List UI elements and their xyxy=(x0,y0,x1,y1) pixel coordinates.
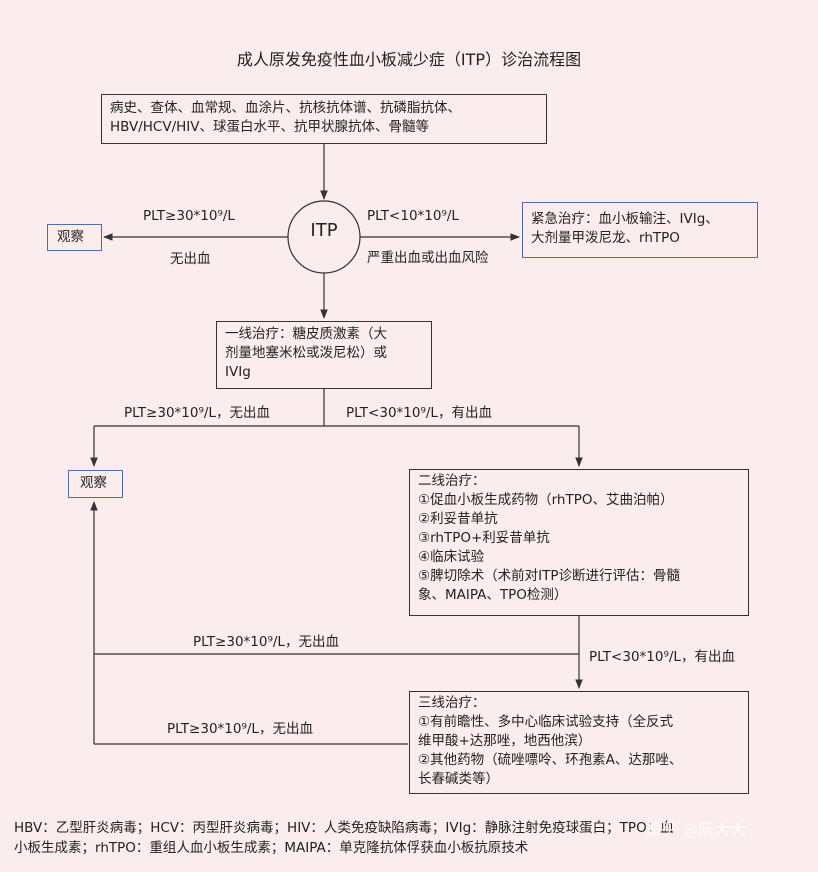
first-line-text: 一线治疗：糖皮质激素（大 xyxy=(225,326,387,342)
first-line-box: 一线治疗：糖皮质激素（大 剂量地塞米松或泼尼松）或 IVIg xyxy=(216,321,432,389)
itp-node-label: ITP xyxy=(310,220,338,241)
workup-line: 病史、查体、血常规、血涂片、抗核抗体谱、抗磷脂抗体、 xyxy=(110,100,461,116)
observe-box-bottom: 观察 xyxy=(68,470,123,498)
workup-line: HBV/HCV/HIV、球蛋白水平、抗甲状腺抗体、骨髓等 xyxy=(110,119,430,135)
second-line-item: ②利妥昔单抗 xyxy=(418,511,498,527)
third-line-heading: 三线治疗： xyxy=(418,695,486,711)
first-split-left-label: PLT≥30*10⁹/L，无出血 xyxy=(124,405,270,421)
observe-label: 观察 xyxy=(80,475,107,491)
emergency-line: 紧急治疗：血小板输注、IVIg、 xyxy=(531,211,719,227)
third-line-box: 三线治疗： ①有前瞻性、多中心临床试验支持（全反式 维甲酸+达那唑，地西他滨） … xyxy=(409,691,749,794)
workup-box: 病史、查体、血常规、血涂片、抗核抗体谱、抗磷脂抗体、 HBV/HCV/HIV、球… xyxy=(101,94,547,144)
second-line-heading: 二线治疗： xyxy=(418,473,486,489)
left-branch-condition: PLT≥30*10⁹/L xyxy=(143,208,235,224)
observe-box-top: 观察 xyxy=(47,224,102,251)
abbreviation-footnote: HBV：乙型肝炎病毒；HCV：丙型肝炎病毒；HIV：人类免疫缺陷病毒；IVIg：… xyxy=(14,818,804,858)
second-line-item: ⑤脾切除术（术前对ITP诊断进行评估：骨髓 xyxy=(418,568,680,584)
first-line-text: IVIg xyxy=(225,364,251,380)
second-split-right-label: PLT<30*10⁹/L，有出血 xyxy=(589,649,735,665)
third-return-label: PLT≥30*10⁹/L，无出血 xyxy=(167,721,313,737)
emergency-line: 大剂量甲泼尼龙、rhTPO xyxy=(531,230,680,246)
first-split-right-label: PLT<30*10⁹/L，有出血 xyxy=(346,405,492,421)
second-line-item: 象、MAIPA、TPO检测） xyxy=(418,587,568,603)
footnote-line: HBV：乙型肝炎病毒；HCV：丙型肝炎病毒；HIV：人类免疫缺陷病毒；IVIg：… xyxy=(14,820,674,836)
right-branch-condition: PLT<10*10⁹/L xyxy=(367,208,459,224)
right-branch-bleeding: 严重出血或出血风险 xyxy=(367,250,489,266)
second-line-item: ①促血小板生成药物（rhTPO、艾曲泊帕） xyxy=(418,492,674,508)
third-line-item: 维甲酸+达那唑，地西他滨） xyxy=(418,733,592,749)
third-line-item: ②其他药物（硫唑嘌呤、环孢素A、达那唑、 xyxy=(418,752,683,768)
observe-label: 观察 xyxy=(57,229,84,245)
third-line-item: ①有前瞻性、多中心临床试验支持（全反式 xyxy=(418,714,674,730)
left-branch-no-bleeding: 无出血 xyxy=(170,251,211,267)
second-split-left-label: PLT≥30*10⁹/L，无出血 xyxy=(193,634,339,650)
second-line-item: ④临床试验 xyxy=(418,549,485,565)
first-line-text: 剂量地塞米松或泼尼松）或 xyxy=(225,345,387,361)
third-line-item: 长春碱类等） xyxy=(418,771,499,787)
emergency-box: 紧急治疗：血小板输注、IVIg、 大剂量甲泼尼龙、rhTPO xyxy=(522,202,758,258)
second-line-item: ③rhTPO+利妥昔单抗 xyxy=(418,530,550,546)
watermark: 知乎 @阮大大 xyxy=(645,820,747,839)
page-title: 成人原发免疫性血小板减少症（ITP）诊治流程图 xyxy=(236,50,582,69)
second-line-box: 二线治疗： ①促血小板生成药物（rhTPO、艾曲泊帕） ②利妥昔单抗 ③rhTP… xyxy=(409,469,749,616)
footnote-line: 小板生成素；rhTPO：重组人血小板生成素；MAIPA：单克隆抗体俘获血小板抗原… xyxy=(14,840,529,856)
